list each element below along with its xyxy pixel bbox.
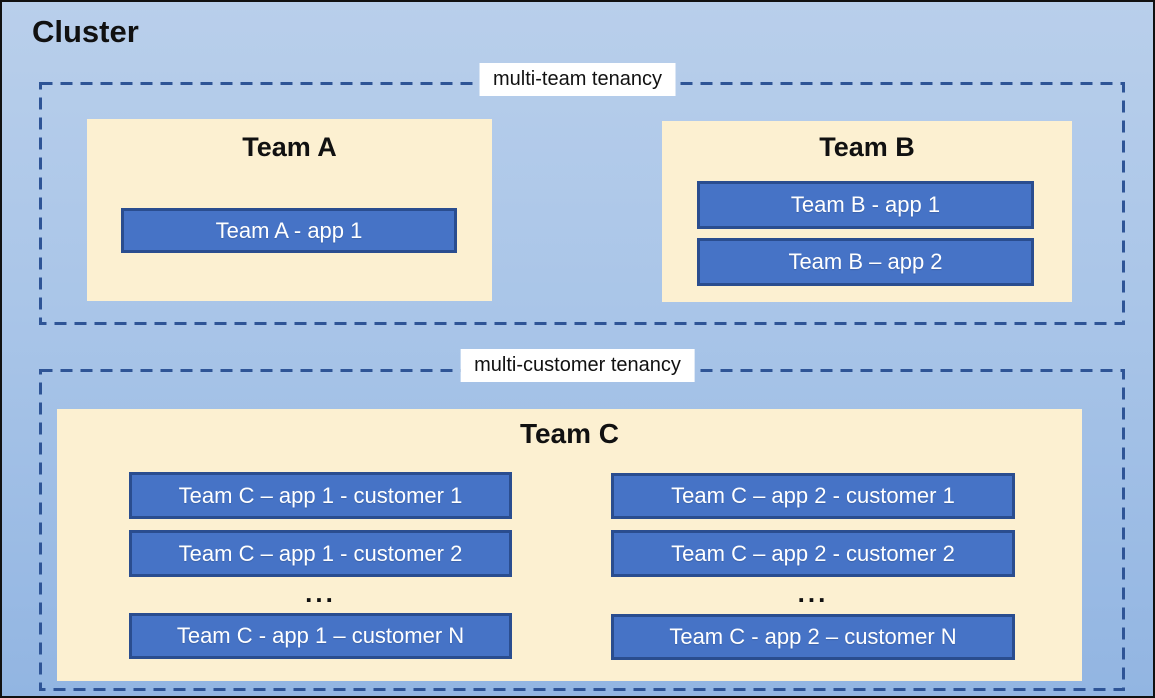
- team-a-box: Team A Team A - app 1: [87, 119, 492, 301]
- team-c-app1-customer-n-box: Team C - app 1 – customer N: [129, 613, 512, 659]
- team-c-app1-customer-2-box: Team C – app 1 - customer 2: [129, 530, 512, 577]
- multi-team-tenancy-label: multi-team tenancy: [479, 63, 676, 96]
- multi-customer-tenancy-label: multi-customer tenancy: [460, 349, 695, 382]
- team-b-title: Team B: [819, 132, 915, 162]
- team-c-app2-customer-n-box: Team C - app 2 – customer N: [611, 614, 1015, 660]
- team-b-box: Team B Team B - app 1 Team B – app 2: [662, 121, 1072, 302]
- team-c-app1-customer-1-box: Team C – app 1 - customer 1: [129, 472, 512, 519]
- team-c-app2-ellipsis: ...: [797, 578, 829, 608]
- team-c-app2-customer-1-box: Team C – app 2 - customer 1: [611, 473, 1015, 519]
- team-b-app-1-box: Team B - app 1: [697, 181, 1034, 229]
- team-a-title: Team A: [242, 132, 337, 162]
- cluster-title: Cluster: [32, 14, 139, 49]
- team-c-app1-ellipsis: ...: [305, 578, 336, 608]
- team-a-app-1-box: Team A - app 1: [121, 208, 457, 253]
- team-c-box: Team C Team C – app 1 - customer 1 Team …: [57, 409, 1082, 681]
- team-c-app2-customer-2-box: Team C – app 2 - customer 2: [611, 530, 1015, 577]
- team-c-title: Team C: [519, 418, 620, 449]
- team-b-app-2-box: Team B – app 2: [697, 238, 1034, 286]
